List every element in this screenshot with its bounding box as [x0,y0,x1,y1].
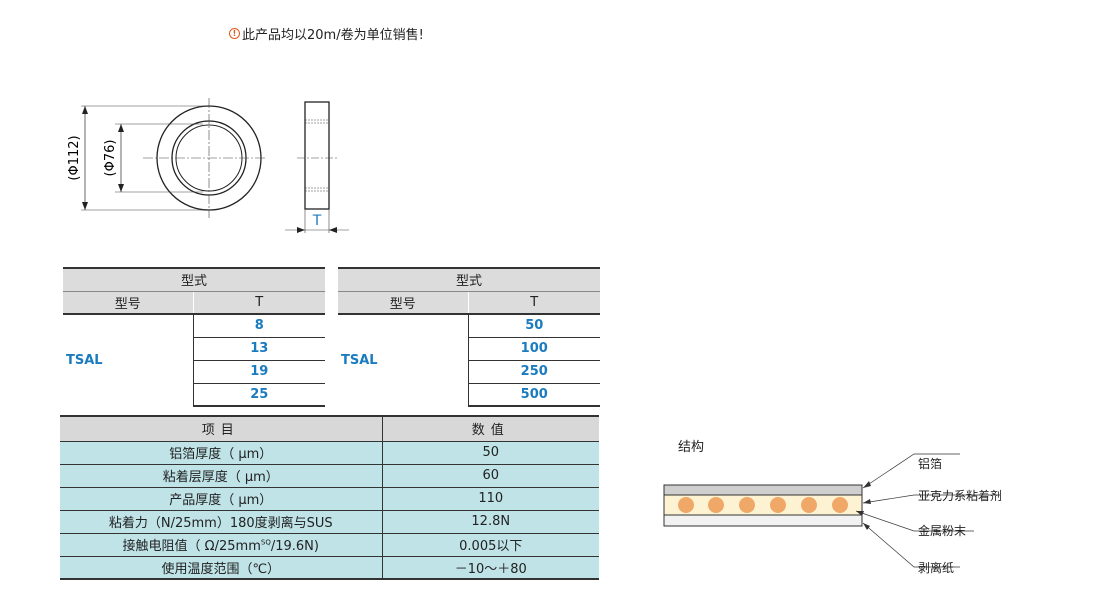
t-value: 250 [468,360,600,384]
spec-value: －10～＋80 [382,556,599,580]
spec-item: 使用温度范围（℃） [60,556,383,580]
thickness-label: T [312,213,322,229]
model-table-header: 型式 [63,267,325,292]
spec-item-sup: SQ [260,538,271,547]
spec-value: 110 [382,487,599,511]
spec-item: 铝箔厚度（ μm） [60,441,383,465]
t-value: 13 [193,337,325,361]
t-value: 8 [193,314,325,338]
foil-layer [663,484,863,496]
col-t: T [193,291,325,315]
model-name: TSAL [63,314,194,406]
spec-item-text: 接触电阻值（ Ω/25mm [122,539,261,554]
spec-value: 50 [382,441,599,465]
col-value: 数值 [382,415,599,442]
warning-icon: ! [229,28,240,39]
metal-powder-particle [801,497,817,513]
t-value: 25 [193,383,325,407]
metal-powder-particle [678,497,694,513]
metal-powder-particle [770,497,786,513]
spec-item-text: /19.6N) [270,539,319,554]
spec-table: 项目 数值 铝箔厚度（ μm） 50 粘着层厚度（ μm） 60 产品厚度（ μ… [60,415,599,580]
spec-value: 0.005以下 [382,533,599,557]
ring-drawing: (Φ112) (Φ76) T [67,98,349,233]
spec-item: 粘着层厚度（ μm） [60,464,383,488]
sales-notice: ! 此产品均以20m/卷为单位销售! [229,24,424,43]
col-item: 项目 [60,415,383,442]
col-model: 型号 [338,291,469,315]
spec-item: 接触电阻值（ Ω/25mmSQ/19.6N) [60,533,383,557]
model-table-1: 型式 型号 T TSAL 8 13 19 25 [63,267,325,407]
outer-diameter-label: (Φ112) [67,135,82,180]
spec-value: 60 [382,464,599,488]
side-view [304,101,330,210]
col-model: 型号 [63,291,194,315]
t-value: 500 [468,383,600,407]
metal-powder-particle [708,497,724,513]
release-liner-label: 剥离纸 [918,560,954,575]
t-value: 100 [468,337,600,361]
t-value: 50 [468,314,600,338]
foil-label: 铝箔 [918,456,942,471]
structure-title: 结构 [678,440,705,455]
spec-value: 12.8N [382,510,599,534]
structure-diagram: 铝箔 亚克力系粘着剂 金属粉末 剥离纸 [663,453,1002,575]
t-value: 19 [193,360,325,384]
col-t: T [468,291,600,315]
model-name: TSAL [338,314,469,406]
spec-item: 粘着力（N/25mm）180度剥离与SUS [60,510,383,534]
adhesive-label: 亚克力系粘着剂 [918,488,1002,503]
metal-powder-label: 金属粉末 [918,523,966,538]
release-liner [663,514,863,527]
sales-notice-text: 此产品均以20m/卷为单位销售! [242,28,424,43]
spec-item: 产品厚度（ μm） [60,487,383,511]
model-table-header: 型式 [338,267,600,292]
metal-powder-particle [832,497,848,513]
inner-diameter-label: (Φ76) [103,140,118,177]
model-table-2: 型式 型号 T TSAL 50 100 250 500 [338,267,600,407]
metal-powder-particle [739,497,755,513]
